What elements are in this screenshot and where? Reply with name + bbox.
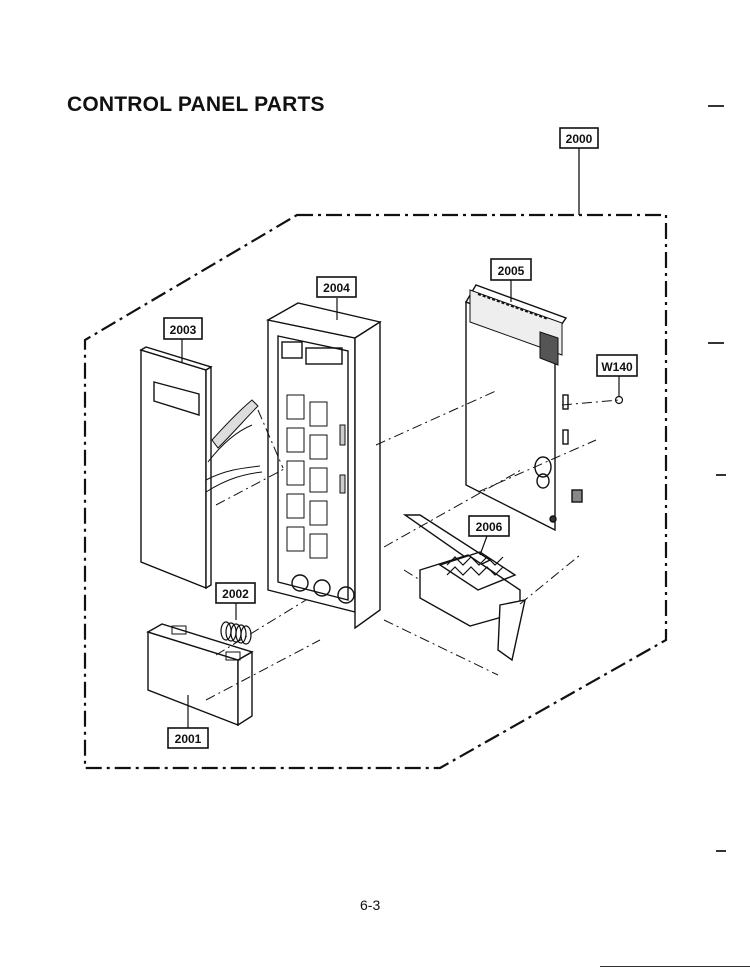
svg-text:2006: 2006: [476, 520, 503, 534]
callout-2001: 2001: [167, 727, 209, 749]
svg-text:W140: W140: [601, 360, 633, 374]
svg-text:2005: 2005: [498, 264, 525, 278]
edge-mark: [708, 105, 724, 107]
frame-drawing: [266, 302, 382, 630]
spring-drawing: [220, 621, 252, 645]
latch-lever-drawing: [402, 514, 526, 662]
callout-2003: 2003: [163, 317, 203, 340]
page-title: CONTROL PANEL PARTS: [67, 93, 325, 116]
page-number: 6-3: [360, 897, 381, 913]
edge-mark: [600, 966, 750, 967]
edge-mark: [708, 342, 724, 344]
callout-w140: W140: [596, 354, 638, 377]
assembly-guide-lines: [205, 389, 620, 701]
svg-text:2002: 2002: [222, 587, 249, 601]
svg-text:2003: 2003: [170, 323, 197, 337]
svg-text:2001: 2001: [175, 732, 202, 746]
svg-text:2004: 2004: [323, 281, 350, 295]
callout-2000: 2000: [559, 127, 599, 149]
callout-2004: 2004: [316, 276, 357, 298]
door-button-drawing: [146, 623, 254, 727]
assembly-boundary: [83, 213, 668, 770]
edge-mark: [716, 850, 726, 852]
pcb-drawing: [464, 284, 583, 532]
callout-2006: 2006: [468, 515, 510, 537]
screw-drawing: [614, 376, 624, 405]
svg-text:2000: 2000: [566, 132, 593, 146]
panel-sheet-drawing: [139, 346, 263, 590]
callout-2005: 2005: [490, 258, 532, 281]
edge-mark: [716, 474, 726, 476]
callout-2002: 2002: [215, 582, 256, 604]
